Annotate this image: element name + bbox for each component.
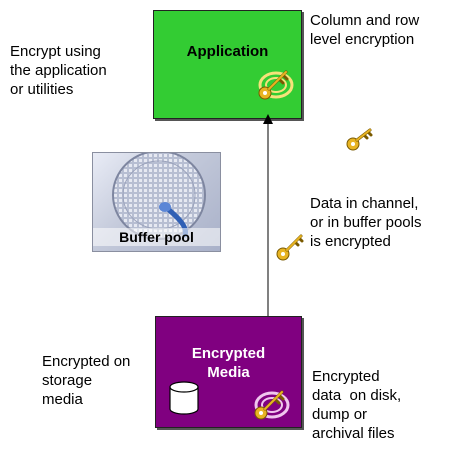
label-data-channel: Data in channel, or in buffer pools is e… (310, 194, 421, 251)
label-line: or in buffer pools (310, 214, 422, 231)
label-line: Encrypted (312, 368, 380, 385)
database-icon (169, 381, 199, 415)
encrypted-media-title: Encrypted Media (156, 344, 301, 382)
application-title: Application (186, 43, 269, 60)
encrypted-media-box: Encrypted Media (155, 316, 302, 428)
title-line: Media (207, 364, 250, 381)
key-icon (276, 234, 304, 261)
buffer-pool-image: Buffer pool (92, 152, 221, 252)
label-encrypted-storage: Encrypted on storage media (42, 352, 130, 409)
label-line: storage (42, 372, 93, 389)
label-line: Encrypt using (10, 43, 101, 60)
title-line: Encrypted (191, 345, 266, 362)
key-icon (346, 128, 373, 151)
label-line: Encrypted on (42, 353, 131, 370)
buffer-pool-label: Buffer pool (93, 228, 220, 246)
label-line: is encrypted (310, 233, 391, 250)
lock-key-icon (258, 70, 294, 100)
label-line: the application (10, 62, 107, 79)
label-line: data on disk, (312, 387, 402, 404)
label-line: level encryption (310, 31, 415, 48)
label-column-row: Column and row level encryption (310, 11, 419, 49)
label-line: archival files (312, 425, 395, 442)
label-line: dump or (312, 406, 368, 423)
arrow-up-icon (263, 114, 273, 317)
label-line: Column and row (310, 12, 420, 29)
label-encrypt-app-utils: Encrypt using the application or utiliti… (10, 42, 107, 99)
label-line: or utilities (10, 81, 74, 98)
application-box: Application (153, 10, 302, 119)
label-line: media (42, 391, 83, 408)
lock-key-icon (254, 390, 290, 420)
label-encrypted-data-disk: Encrypted data on disk, dump or archival… (312, 367, 401, 443)
label-line: Data in channel, (310, 195, 419, 212)
